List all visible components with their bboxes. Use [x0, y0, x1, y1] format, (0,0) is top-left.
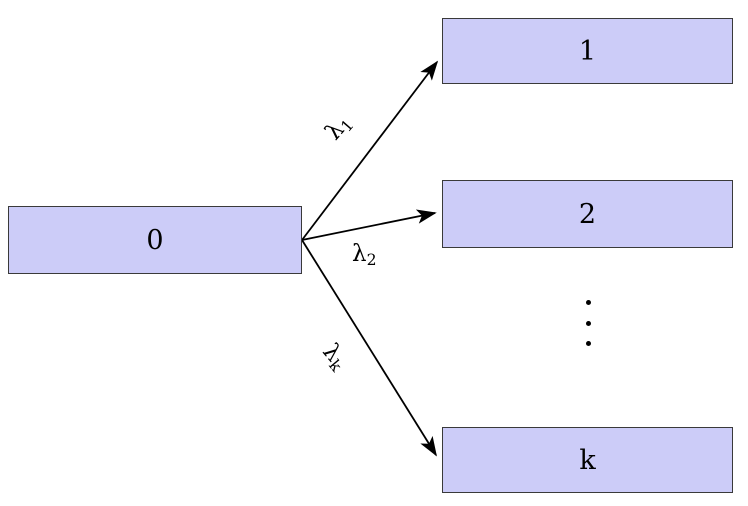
- edge-0-to-1: [301, 60, 439, 241]
- edge-0-to-2: [301, 209, 437, 241]
- vertical-dots-icon: [578, 300, 598, 346]
- node-1[interactable]: 1: [442, 18, 733, 84]
- dot-2: [585, 320, 591, 326]
- edge-label-lambda-2-base: λ: [352, 241, 367, 267]
- node-2[interactable]: 2: [442, 180, 733, 248]
- node-0-label: 0: [146, 224, 164, 256]
- dot-1: [585, 300, 591, 305]
- edge-0-to-k: [301, 239, 437, 457]
- node-2-label: 2: [578, 198, 597, 230]
- node-0[interactable]: 0: [8, 206, 302, 274]
- node-1-label: 1: [578, 35, 597, 67]
- edge-label-lambda-2-subscript: 2: [366, 249, 377, 269]
- dot-3: [585, 341, 591, 346]
- edge-label-lambda-2: λ2: [352, 243, 377, 268]
- node-k[interactable]: k: [442, 427, 733, 493]
- node-k-label: k: [579, 444, 596, 476]
